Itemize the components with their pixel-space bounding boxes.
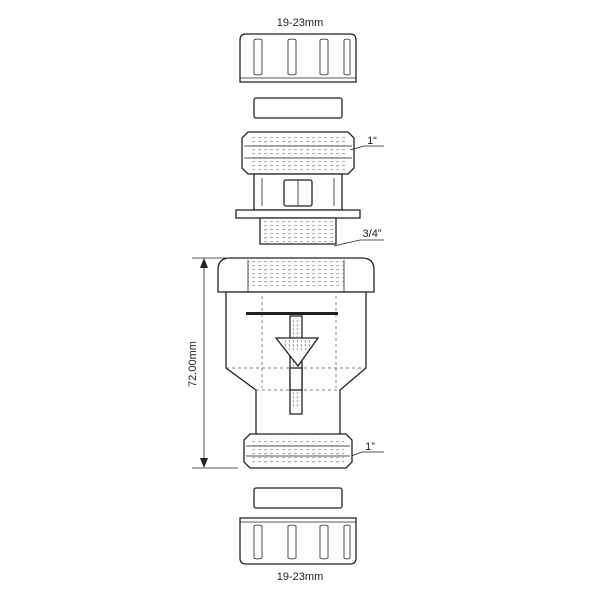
top-sealing-washer (253, 97, 343, 119)
valve-housing (217, 257, 375, 437)
lower-connector-thread (243, 433, 353, 469)
valve-plate (246, 312, 338, 315)
mid-thread-label: 3/4” (363, 228, 382, 240)
lower-thread-label: 1” (365, 441, 375, 453)
upper-thread-leader (349, 145, 365, 151)
top-compression-nut (239, 33, 357, 83)
bottom-compression-nut (239, 517, 357, 565)
bottom-size-label: 19-23mm (277, 571, 323, 583)
upper-connector-body (235, 131, 361, 245)
height-dimension (192, 257, 238, 469)
height-dimension-label: 72.00mm (187, 341, 199, 387)
top-size-label: 19-23mm (277, 17, 323, 29)
bottom-sealing-washer (253, 487, 343, 509)
mid-thread-leader (333, 239, 361, 247)
upper-thread-label: 1“ (367, 135, 377, 147)
